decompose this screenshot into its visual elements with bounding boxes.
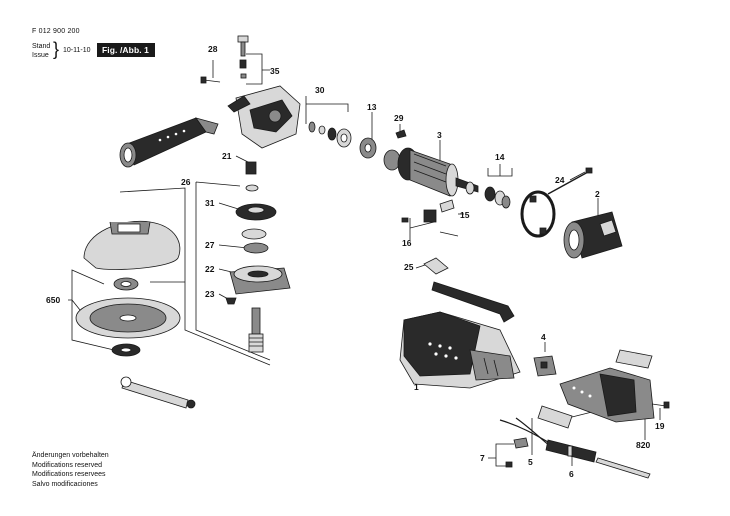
callout-2: 2 — [595, 189, 600, 199]
issue-date: 10-11-10 — [63, 47, 91, 54]
leader-line-24 — [569, 171, 586, 181]
callout-21: 21 — [222, 151, 232, 161]
leader-line-7 — [488, 443, 514, 467]
spanner — [120, 376, 196, 409]
brace-symbol: } — [53, 39, 60, 59]
callout-23: 23 — [205, 289, 215, 299]
clamping-nut — [111, 343, 141, 357]
note-en: Modifications reserved — [32, 461, 103, 469]
issue-label: Issue — [32, 52, 49, 59]
switch-rod — [423, 257, 515, 323]
callout-30: 30 — [315, 85, 325, 95]
callout-24: 24 — [555, 175, 565, 185]
callout-650: 650 — [46, 295, 61, 305]
callout-14: 14 — [495, 152, 505, 162]
leader-line-26 — [195, 181, 271, 361]
mounting-flange — [113, 277, 139, 291]
note-de: Änderungen vorbehalten — [32, 452, 109, 459]
side-handle — [119, 117, 219, 168]
figure-label-badge: Fig. /Abb. 1 — [97, 43, 156, 57]
leader-line-group-left — [119, 187, 271, 366]
rear-cover — [537, 349, 655, 429]
callout-3: 3 — [437, 130, 442, 140]
callout-1: 1 — [414, 382, 419, 392]
cable-sleeve — [545, 439, 597, 463]
callout-25: 25 — [404, 262, 414, 272]
wheel-guard — [83, 220, 181, 270]
callout-22: 22 — [205, 264, 215, 274]
bearing-group — [308, 121, 407, 159]
callout-6: 6 — [569, 469, 574, 479]
callout-35: 35 — [270, 66, 280, 76]
leader-line-30 — [305, 96, 349, 124]
gear-head-housing — [227, 85, 301, 149]
callout-31: 31 — [205, 198, 215, 208]
callout-4: 4 — [541, 332, 546, 342]
motor-housing — [399, 311, 521, 389]
screw-19 — [651, 401, 670, 409]
leader-line-14 — [487, 164, 513, 177]
armature — [383, 147, 479, 197]
leader-line-650 — [68, 269, 115, 351]
note-es: Salvo modificaciones — [32, 480, 98, 488]
switch-parts — [401, 199, 459, 237]
bearing-14 — [484, 186, 511, 209]
modification-notes: Änderungen vorbehalten Modifications res… — [32, 451, 109, 489]
callout-19: 19 — [655, 421, 665, 431]
callout-28: 28 — [208, 44, 218, 54]
leader-line-35 — [246, 53, 270, 85]
callout-820: 820 — [636, 440, 651, 450]
callout-16: 16 — [402, 238, 412, 248]
screw-28 — [200, 76, 221, 84]
note-fr: Modifications reservees — [32, 471, 106, 479]
callout-5: 5 — [528, 457, 533, 467]
leader-line-27 — [218, 244, 249, 249]
spindle-lock-button — [237, 35, 249, 79]
cable-clamp-7 — [505, 437, 529, 468]
callout-15: 15 — [460, 210, 470, 220]
callout-29: 29 — [394, 113, 404, 123]
callout-7: 7 — [480, 453, 485, 463]
field-coil — [563, 211, 623, 259]
field-bracket — [520, 190, 556, 238]
stand-label: Stand — [32, 43, 51, 50]
leader-line-16 — [409, 218, 435, 240]
strip-820 — [595, 457, 651, 479]
callout-26: 26 — [181, 177, 191, 187]
document-number: F 012 900 200 — [32, 28, 80, 35]
screw-24 — [547, 167, 593, 195]
grinding-disc — [75, 297, 181, 339]
callout-13: 13 — [367, 102, 377, 112]
callout-27: 27 — [205, 240, 215, 250]
brush-holder — [533, 355, 557, 377]
gear-stack — [225, 161, 291, 353]
